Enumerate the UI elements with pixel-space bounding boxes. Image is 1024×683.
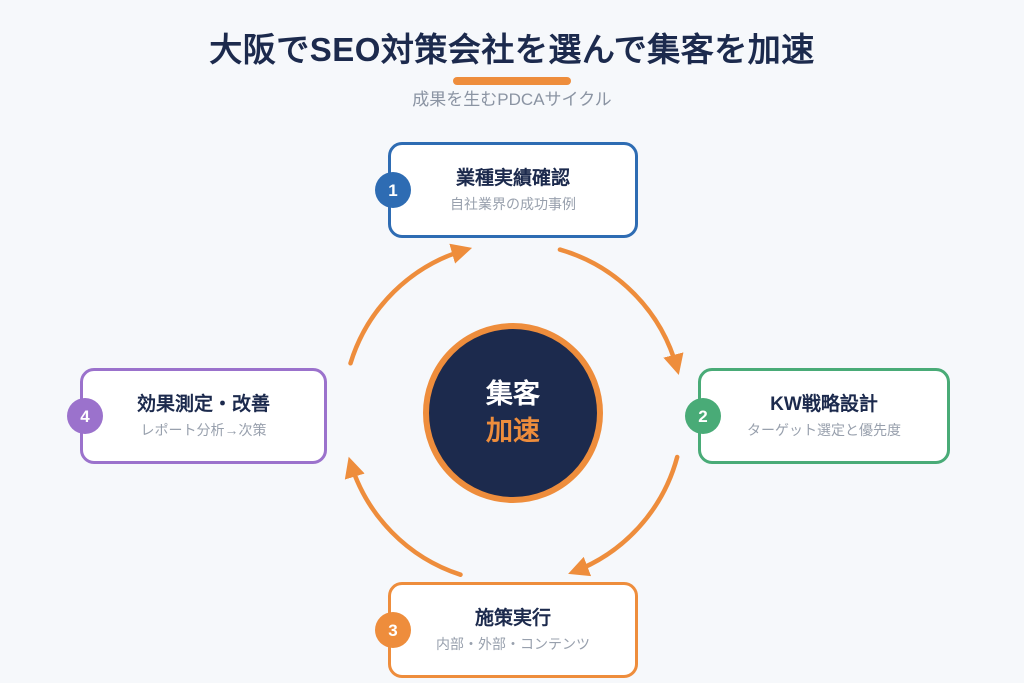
step-card-1: 1 業種実績確認 自社業界の成功事例 bbox=[375, 142, 638, 238]
page-subtitle: 成果を生むPDCAサイクル bbox=[412, 90, 612, 109]
step-card-4: 4 効果測定・改善 レポート分析→次策 bbox=[67, 368, 327, 464]
center-goal-line1: 集客 bbox=[486, 379, 540, 409]
step-title-2: KW戦略設計 bbox=[770, 394, 878, 415]
step-number-badge-4: 4 bbox=[67, 398, 103, 434]
step-description-2: ターゲット選定と優先度 bbox=[747, 422, 901, 438]
step-title-1: 業種実績確認 bbox=[455, 168, 570, 189]
center-goal-line2: 加速 bbox=[486, 416, 540, 446]
cycle-arrow-bottom-to-left bbox=[344, 456, 463, 577]
step-number-badge-2: 2 bbox=[685, 398, 721, 434]
cycle-arrow-left-to-top bbox=[348, 243, 473, 366]
title-underline bbox=[453, 77, 571, 85]
step-title-3: 施策実行 bbox=[474, 608, 551, 629]
step-description-3: 内部・外部・コンテンツ bbox=[436, 636, 590, 652]
step-number-badge-3: 3 bbox=[375, 612, 411, 648]
center-goal-circle: 集客 加速 bbox=[423, 323, 603, 503]
step-number-badge-1: 1 bbox=[375, 172, 411, 208]
page-title: 大阪でSEO対策会社を選んで集客を加速 bbox=[209, 31, 815, 68]
step-card-3: 3 施策実行 内部・外部・コンテンツ bbox=[375, 582, 638, 678]
step-title-4: 効果測定・改善 bbox=[136, 394, 270, 415]
cycle-arrow-right-to-bottom bbox=[568, 454, 680, 577]
step-card-2: 2 KW戦略設計 ターゲット選定と優先度 bbox=[685, 368, 950, 464]
step-description-1: 自社業界の成功事例 bbox=[450, 196, 576, 212]
step-description-4: レポート分析→次策 bbox=[140, 422, 267, 438]
